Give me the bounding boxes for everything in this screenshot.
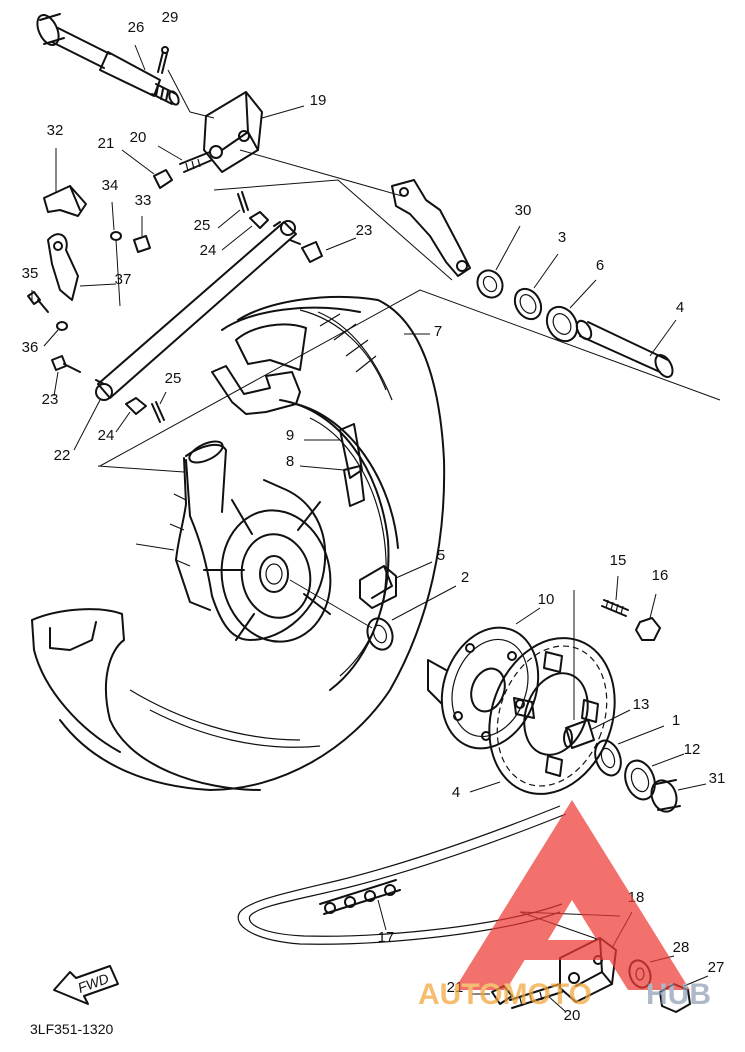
callout-c7: 7 (434, 323, 442, 340)
callout-c4b: 4 (452, 784, 460, 801)
callout-c35: 35 (22, 265, 39, 282)
spacer-5 (359, 561, 433, 609)
washer-34 (110, 201, 122, 241)
caliper-bracket (391, 179, 471, 277)
callout-c5: 5 (437, 547, 445, 564)
nut-16 (635, 593, 661, 641)
callout-c22: 22 (54, 447, 71, 464)
spacer-30 (476, 225, 521, 299)
callout-c9: 9 (286, 427, 294, 444)
callout-c28: 28 (673, 939, 690, 956)
bolt-35 (27, 290, 49, 313)
callout-c23b: 23 (42, 391, 59, 408)
callout-c34: 34 (102, 177, 119, 194)
drive-chain-17 (237, 805, 567, 945)
callout-c25a: 25 (194, 217, 211, 234)
oil-seal-12 (624, 753, 685, 801)
axle-adjuster-19 (203, 91, 305, 173)
nut-24-lower (115, 397, 147, 433)
callout-c12: 12 (684, 741, 701, 758)
callout-c13: 13 (633, 696, 650, 713)
leader-26 (134, 44, 146, 71)
bearing-1 (594, 725, 665, 777)
callout-c16: 16 (652, 567, 669, 584)
damper-9-8 (299, 423, 365, 507)
bolt-23-upper (289, 237, 357, 263)
bearing-2 (289, 579, 457, 651)
sprocket-4 (469, 637, 616, 795)
callout-c17: 17 (378, 929, 395, 946)
callout-c15: 15 (610, 552, 627, 569)
callout-c25b: 25 (165, 370, 182, 387)
callout-c26: 26 (128, 19, 145, 36)
callout-c2: 2 (461, 569, 469, 586)
bolt-33 (133, 216, 151, 253)
watermark-logo: AUTOMOTO HUB (418, 800, 711, 1011)
callout-c33: 33 (135, 192, 152, 209)
stud-15 (601, 575, 629, 617)
callout-c29: 29 (162, 9, 179, 26)
oil-seal-3 (513, 253, 559, 321)
cotter-pin-29 (157, 46, 169, 74)
callout-c1: 1 (672, 712, 680, 729)
diagram-code: 3LF351-1320 (30, 1021, 114, 1037)
callout-c3: 3 (558, 229, 566, 246)
callout-c37: 37 (115, 271, 132, 288)
axle-bolt-26 (36, 13, 180, 106)
fwd-arrow: FWD (53, 965, 119, 1005)
bracket-32 (43, 148, 87, 217)
washer-36 (43, 321, 68, 347)
collar-31 (650, 779, 707, 813)
callout-c20b: 20 (564, 1007, 581, 1024)
nut-24-upper (221, 211, 269, 251)
callout-c19: 19 (310, 92, 327, 109)
leader-29 (167, 69, 191, 113)
callout-c10: 10 (538, 591, 555, 608)
cotter-25-lower (151, 391, 167, 423)
watermark-brand-left: AUTOMOTO (418, 978, 592, 1011)
callout-c4a: 4 (676, 299, 684, 316)
callout-c32: 32 (47, 122, 64, 139)
callout-c23a: 23 (356, 222, 373, 239)
collar-13 (563, 709, 631, 749)
collar-4-top (575, 319, 677, 378)
callout-c20: 20 (130, 129, 147, 146)
callout-c6: 6 (596, 257, 604, 274)
watermark-brand-right: HUB (646, 978, 711, 1011)
cotter-25-upper (217, 191, 249, 229)
nut-21-top (121, 149, 173, 189)
adjuster-bolt-20b (509, 983, 567, 1013)
adjuster-bolt-20 (157, 145, 213, 173)
callout-c24a: 24 (200, 242, 217, 259)
callout-c36: 36 (22, 339, 39, 356)
bearing-6 (545, 279, 597, 343)
rear-wheel (31, 295, 446, 791)
callout-c27: 27 (708, 959, 725, 976)
callout-c24b: 24 (98, 427, 115, 444)
bolt-23-left (51, 355, 81, 397)
construction-lines (97, 111, 721, 473)
callout-c8: 8 (286, 453, 294, 470)
callout-c21a: 21 (98, 135, 115, 152)
callout-c30: 30 (515, 202, 532, 219)
brake-hose-clip-37 (47, 233, 117, 301)
torque-rod-22 (73, 220, 297, 451)
callout-c31: 31 (709, 770, 726, 787)
